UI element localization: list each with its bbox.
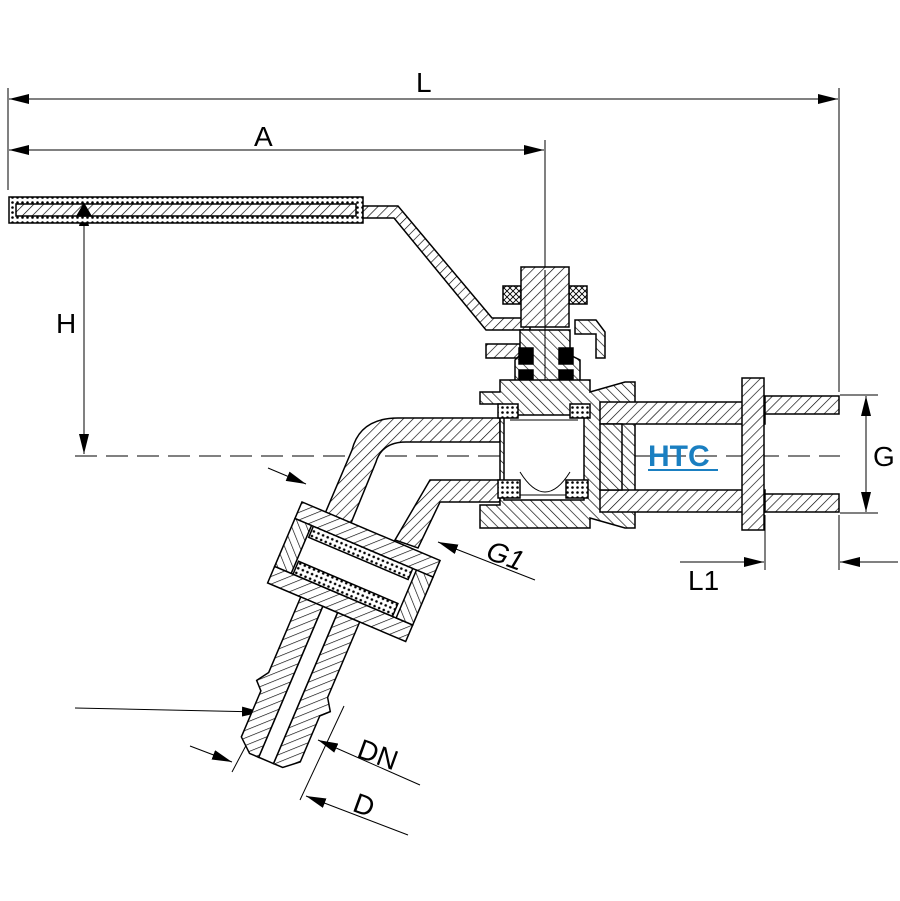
dimension-labels: L A H G G1 L1 DN D [56,67,895,823]
brand-text: HTC [648,440,710,473]
valve-body [317,377,840,549]
dim-DN-line [317,739,421,786]
label-DN: DN [354,733,403,776]
handle-lever [8,196,531,331]
label-D: D [349,787,379,823]
hose-outlet [240,500,442,769]
dim-D-line [305,795,409,836]
dim-leader-horizontal [74,706,263,717]
dim-arrow-left [189,745,233,763]
label-L: L [416,67,432,98]
label-L1: L1 [688,565,719,596]
label-A: A [254,121,273,152]
label-G1: G1 [483,535,529,577]
dim-G1-upper [267,467,307,485]
label-H: H [56,308,76,339]
dim-ext-DN-right [299,705,345,801]
brand-logo: HTC [648,440,718,473]
dim-G1-lower [437,541,536,581]
label-G: G [873,441,895,472]
